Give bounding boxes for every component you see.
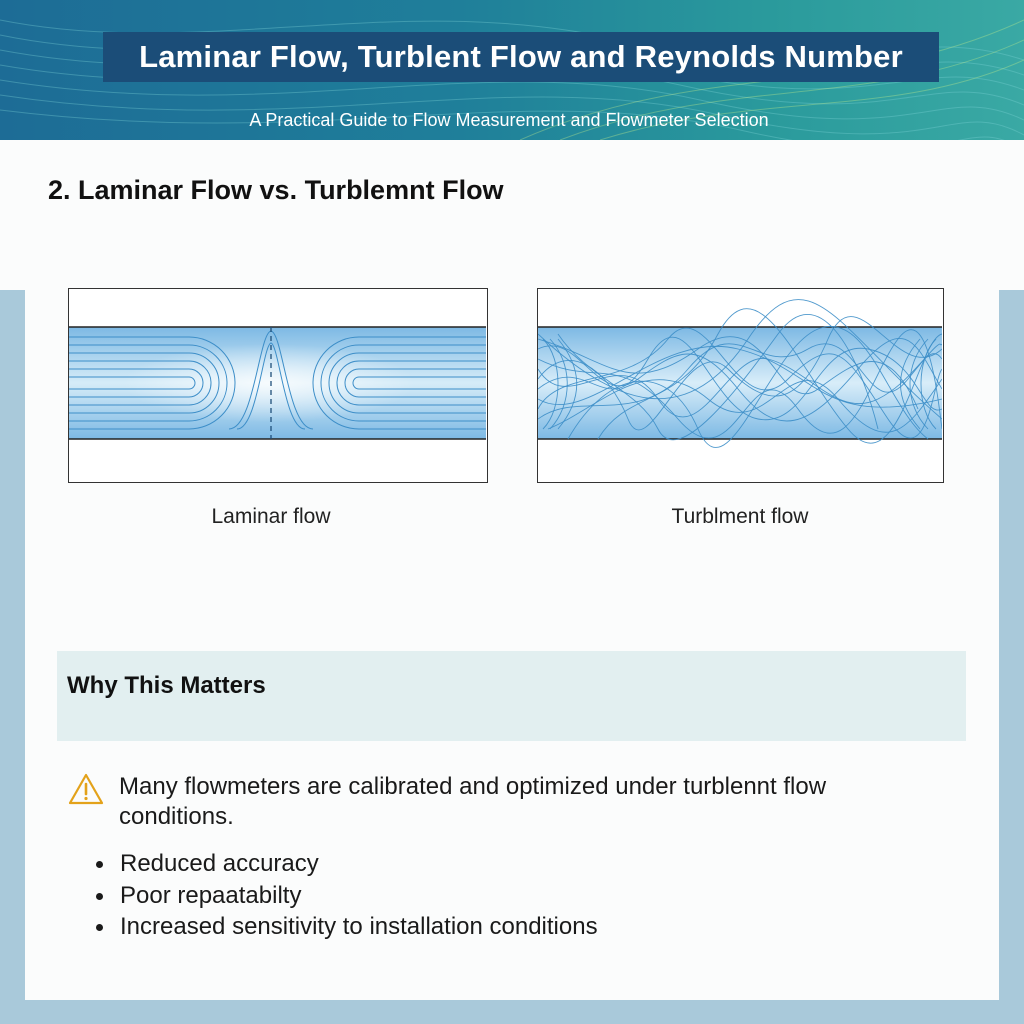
laminar-flow-diagram — [68, 288, 488, 483]
laminar-caption: Laminar flow — [211, 505, 331, 528]
page-title: Laminar Flow, Turblent Flow and Reynolds… — [139, 39, 903, 74]
list-item: Poor repaatabilty — [92, 880, 598, 912]
warning-icon — [68, 773, 104, 805]
list-item: Increased sensitivity to installation co… — [92, 911, 598, 943]
title-box: Laminar Flow, Turblent Flow and Reynolds… — [103, 32, 939, 82]
page-subtitle: A Practical Guide to Flow Measurement an… — [249, 110, 769, 130]
turbulent-flow-diagram — [537, 288, 944, 483]
warning-text: Many flowmeters are calibrated and optim… — [119, 773, 827, 830]
why-this-matters-heading: Why This Matters — [67, 672, 266, 699]
turbulent-caption: Turblment flow — [671, 505, 809, 528]
turbulent-flow-illustration — [538, 299, 942, 448]
laminar-flow-illustration — [69, 326, 486, 440]
list-item: Reduced accuracy — [92, 848, 598, 880]
header-banner: Laminar Flow, Turblent Flow and Reynolds… — [0, 0, 1024, 140]
why-this-matters-box — [57, 651, 966, 741]
content-panel-top — [0, 140, 1024, 290]
consequences-list: Reduced accuracy Poor repaatabilty Incre… — [92, 848, 598, 943]
section-heading: 2. Laminar Flow vs. Turblemnt Flow — [48, 175, 504, 205]
